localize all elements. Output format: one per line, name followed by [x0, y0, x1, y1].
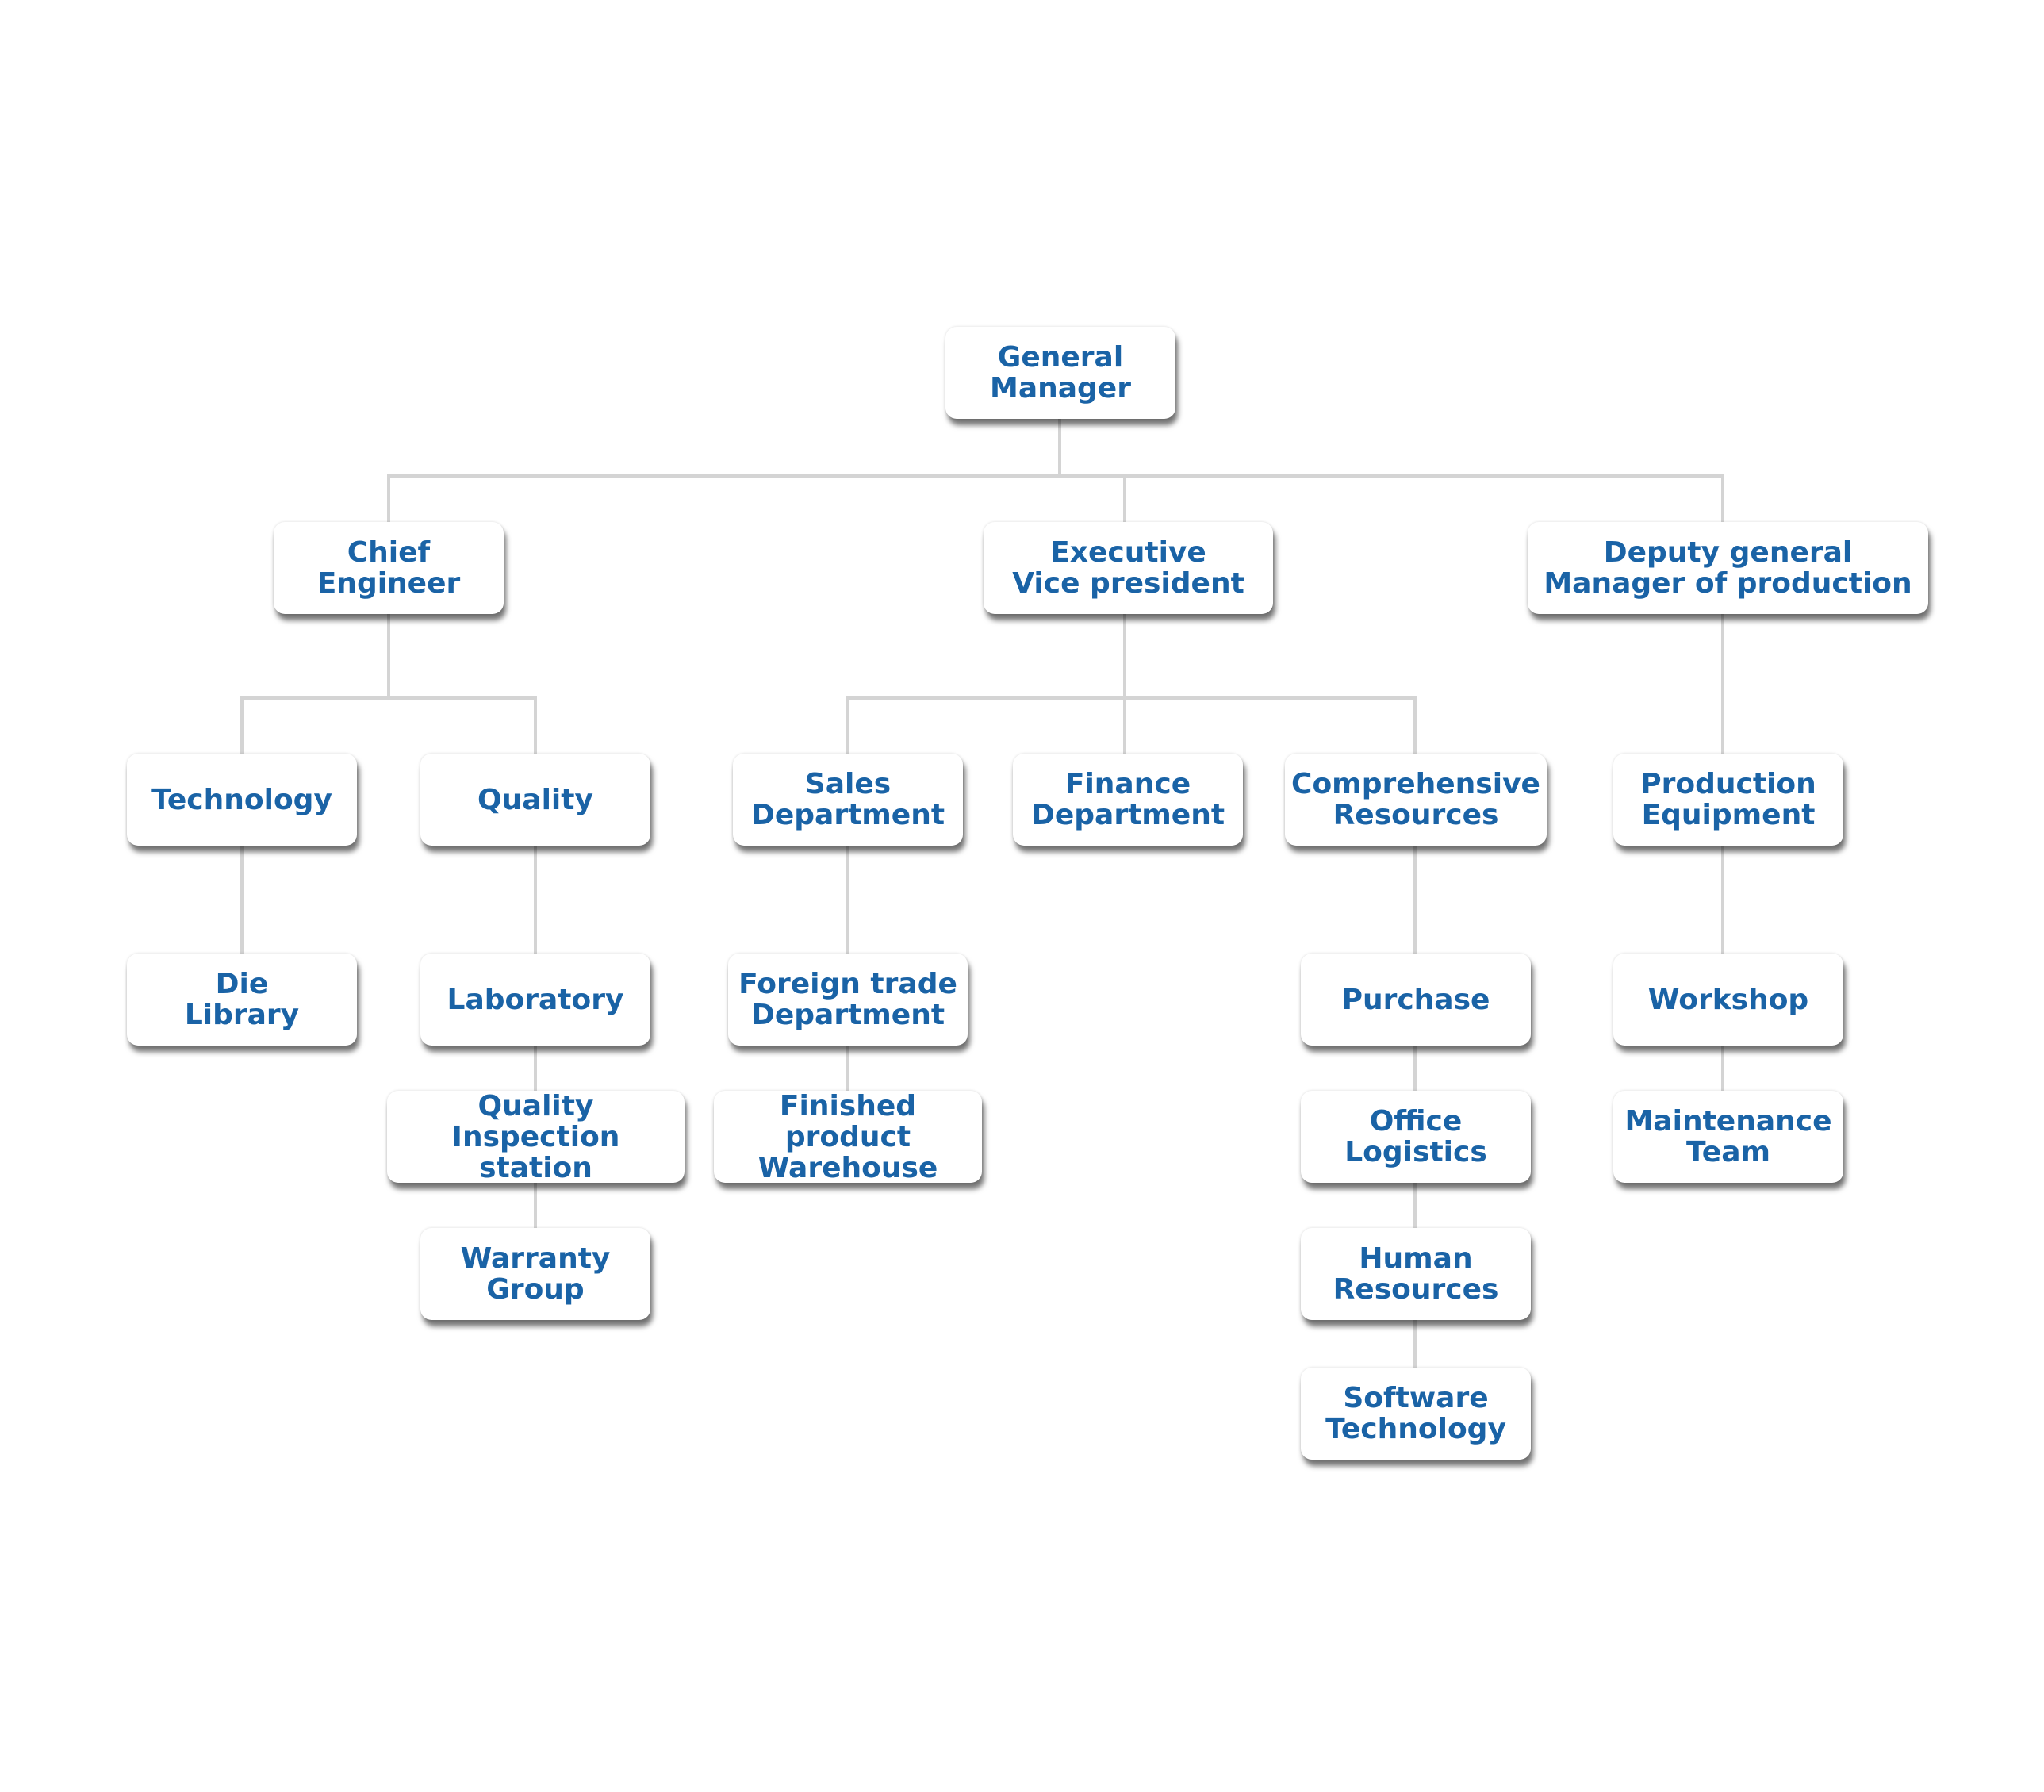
node-laboratory: Laboratory [420, 954, 650, 1046]
node-chief-engineer: Chief Engineer [274, 522, 504, 614]
node-comprehensive-resources: Comprehensive Resources [1285, 754, 1547, 846]
node-deputy-general-manager-production: Deputy general Manager of production [1528, 522, 1928, 614]
node-maintenance-team: Maintenance Team [1613, 1091, 1843, 1183]
node-finance-department: Finance Department [1013, 754, 1243, 846]
node-human-resources: Human Resources [1301, 1228, 1531, 1320]
node-production-equipment: Production Equipment [1613, 754, 1843, 846]
node-finished-product-warehouse: Finished product Warehouse [714, 1091, 982, 1183]
node-sales-department: Sales Department [733, 754, 963, 846]
node-technology: Technology [127, 754, 357, 846]
node-general-manager: General Manager [945, 327, 1175, 419]
node-executive-vice-president: Executive Vice president [984, 522, 1273, 614]
node-workshop: Workshop [1613, 954, 1843, 1046]
node-warranty-group: Warranty Group [420, 1228, 650, 1320]
node-office-logistics: Office Logistics [1301, 1091, 1531, 1183]
node-purchase: Purchase [1301, 954, 1531, 1046]
node-die-library: Die Library [127, 954, 357, 1046]
node-software-technology: Software Technology [1301, 1368, 1531, 1460]
node-foreign-trade-department: Foreign trade Department [728, 954, 968, 1046]
node-quality-inspection-station: Quality Inspection station [387, 1091, 685, 1183]
node-quality: Quality [420, 754, 650, 846]
